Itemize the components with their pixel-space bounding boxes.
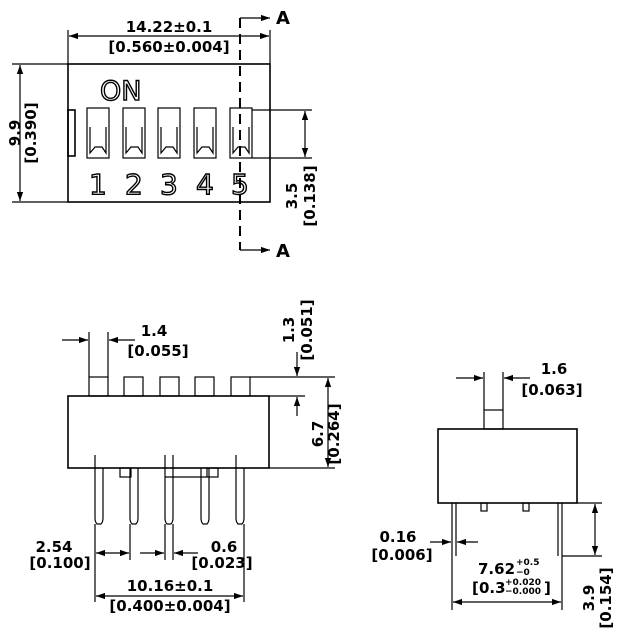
top-view-side-tab bbox=[67, 109, 76, 157]
row-spacing-label: 7.62 bbox=[478, 560, 515, 578]
row-spacing-inch-label: 0.3 bbox=[479, 579, 506, 597]
row-spacing-tol-minus: −0 bbox=[516, 568, 530, 578]
side-view-body bbox=[437, 428, 578, 504]
pin-pitch-inch-label: [0.100] bbox=[29, 554, 90, 572]
actuator-height-inch-label: [0.051] bbox=[298, 299, 316, 360]
pin-length-inch-label: [0.154] bbox=[597, 567, 615, 628]
pin-thickness-label: 0.16 bbox=[379, 528, 416, 546]
row-spacing-tol-plus: +0.5 bbox=[516, 558, 539, 568]
overall-width-inch-label: [0.560±0.004] bbox=[108, 38, 229, 56]
side-actuator-width-label: 1.6 bbox=[541, 360, 568, 378]
pin-width-label: 0.6 bbox=[211, 538, 238, 556]
section-mark-bottom: A bbox=[276, 241, 290, 262]
top-view-switch-slots bbox=[86, 107, 253, 159]
front-view-actuators bbox=[88, 376, 251, 397]
switch-number-2: 2 bbox=[125, 168, 143, 201]
switch-number-3: 3 bbox=[160, 168, 178, 201]
body-height-label: 6.7 bbox=[309, 421, 327, 448]
switch-number-4: 4 bbox=[196, 168, 214, 201]
actuator-width-inch-label: [0.055] bbox=[127, 342, 188, 360]
on-label: ON bbox=[100, 76, 141, 107]
pin-span-inch-label: [0.400±0.004] bbox=[109, 597, 230, 615]
overall-width-label: 14.22±0.1 bbox=[126, 18, 213, 36]
height-inch-label: [0.390] bbox=[22, 102, 40, 163]
actuator-width-label: 1.4 bbox=[141, 322, 168, 340]
pin-span-label: 10.16±0.1 bbox=[127, 577, 214, 595]
pin-thickness-inch-label: [0.006] bbox=[371, 546, 432, 564]
pin-pitch-label: 2.54 bbox=[35, 538, 72, 556]
actuator-travel-label: 3.5 bbox=[283, 183, 301, 210]
section-mark-top: A bbox=[276, 8, 290, 29]
front-view-pins bbox=[94, 455, 245, 525]
side-actuator-width-inch-label: [0.063] bbox=[521, 381, 582, 399]
height-label: 9.9 bbox=[6, 120, 24, 147]
actuator-height-label: 1.3 bbox=[280, 317, 298, 344]
pin-length-label: 3.9 bbox=[580, 585, 598, 612]
pin-width-inch-label: [0.023] bbox=[191, 554, 252, 572]
front-view: 1.4 [0.055] 1.3 [0.051] 6.7 [0.264] 2.54… bbox=[29, 299, 343, 615]
actuator-travel-inch-label: [0.138] bbox=[301, 165, 319, 226]
row-spacing-inch-open: [ bbox=[472, 579, 479, 597]
switch-number-1: 1 bbox=[89, 168, 107, 201]
row-spacing-inch-tol-minus: −0.000 bbox=[505, 587, 541, 597]
top-view: ON 1 2 3 4 5 A A 14.22±0.1 [0.560±0.004]… bbox=[6, 8, 319, 262]
body-height-inch-label: [0.264] bbox=[325, 403, 343, 464]
side-view: 1.6 [0.063] 0.16 [0.006] 7.62 +0.5 −0 [ … bbox=[371, 360, 615, 629]
side-view-actuator bbox=[483, 409, 504, 430]
row-spacing-inch-tol-plus: +0.020 bbox=[505, 578, 541, 588]
row-spacing-inch-close: ] bbox=[544, 579, 551, 597]
front-view-body bbox=[67, 395, 270, 469]
